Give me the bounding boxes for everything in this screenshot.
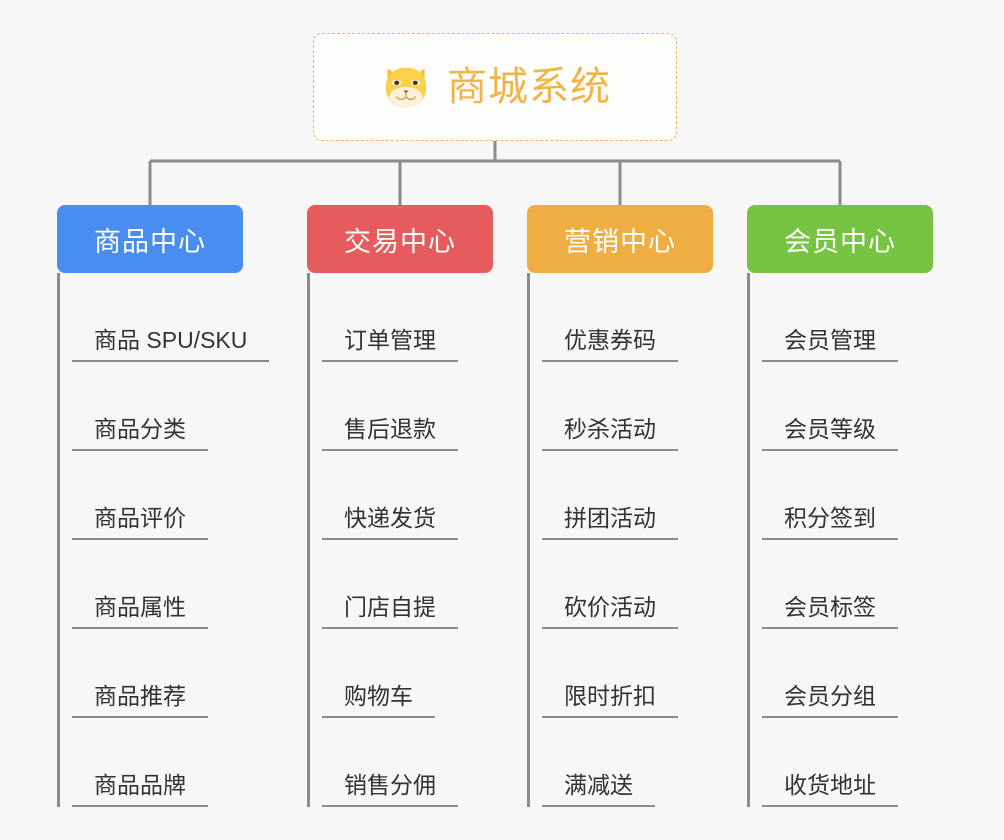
column-header-label: 交易中心 <box>344 226 456 257</box>
list-item[interactable]: 限时折扣 <box>542 629 713 718</box>
column-header-trade-center[interactable]: 交易中心 <box>307 205 493 273</box>
column-header-label: 营销中心 <box>564 226 676 257</box>
list-item[interactable]: 商品推荐 <box>72 629 269 718</box>
root-node-shop-system[interactable]: 商城系统 <box>313 33 677 141</box>
list-item[interactable]: 商品分类 <box>72 362 269 451</box>
list-item-label: 商品推荐 <box>72 683 208 718</box>
column-trade-center: 交易中心 订单管理 售后退款 快递发货 门店自提 购物车 销售分佣 <box>307 205 493 807</box>
list-item-label: 秒杀活动 <box>542 416 678 451</box>
list-item-label: 砍价活动 <box>542 594 678 629</box>
list-item[interactable]: 快递发货 <box>322 451 493 540</box>
list-item-label: 商品分类 <box>72 416 208 451</box>
list-item[interactable]: 会员管理 <box>762 273 933 362</box>
list-item-label: 售后退款 <box>322 416 458 451</box>
list-item-label: 会员分组 <box>762 683 898 718</box>
root-node-title: 商城系统 <box>447 65 611 109</box>
list-item[interactable]: 商品属性 <box>72 540 269 629</box>
list-item[interactable]: 会员等级 <box>762 362 933 451</box>
list-item-label: 收货地址 <box>762 772 898 807</box>
list-item-label: 销售分佣 <box>322 772 458 807</box>
list-item-label: 积分签到 <box>762 505 898 540</box>
list-item[interactable]: 会员标签 <box>762 540 933 629</box>
list-item[interactable]: 收货地址 <box>762 718 933 807</box>
list-item-label: 门店自提 <box>322 594 458 629</box>
list-item[interactable]: 秒杀活动 <box>542 362 713 451</box>
list-item[interactable]: 商品品牌 <box>72 718 269 807</box>
list-item[interactable]: 砍价活动 <box>542 540 713 629</box>
list-item[interactable]: 积分签到 <box>762 451 933 540</box>
list-item[interactable]: 购物车 <box>322 629 493 718</box>
column-header-label: 商品中心 <box>94 226 206 257</box>
list-item[interactable]: 售后退款 <box>322 362 493 451</box>
list-item-label: 拼团活动 <box>542 505 678 540</box>
list-item[interactable]: 门店自提 <box>322 540 493 629</box>
column-member-center: 会员中心 会员管理 会员等级 积分签到 会员标签 会员分组 收货地址 <box>747 205 933 807</box>
list-item-label: 订单管理 <box>322 327 458 362</box>
list-item-label: 购物车 <box>322 683 435 718</box>
list-item-label: 商品评价 <box>72 505 208 540</box>
column-header-product-center[interactable]: 商品中心 <box>57 205 243 273</box>
column-marketing-center: 营销中心 优惠券码 秒杀活动 拼团活动 砍价活动 限时折扣 满减送 <box>527 205 713 807</box>
list-item[interactable]: 商品 SPU/SKU <box>72 273 270 362</box>
list-item[interactable]: 优惠券码 <box>542 273 713 362</box>
column-header-marketing-center[interactable]: 营销中心 <box>527 205 713 273</box>
column-items-member-center: 会员管理 会员等级 积分签到 会员标签 会员分组 收货地址 <box>747 273 933 807</box>
list-item-label: 快递发货 <box>322 505 458 540</box>
column-product-center: 商品中心 商品 SPU/SKU 商品分类 商品评价 商品属性 商品推荐 商品品牌 <box>57 205 270 807</box>
list-item-label: 会员管理 <box>762 327 898 362</box>
column-items-product-center: 商品 SPU/SKU 商品分类 商品评价 商品属性 商品推荐 商品品牌 <box>57 273 270 807</box>
list-item-label: 会员等级 <box>762 416 898 451</box>
column-items-marketing-center: 优惠券码 秒杀活动 拼团活动 砍价活动 限时折扣 满减送 <box>527 273 713 807</box>
column-header-label: 会员中心 <box>784 226 896 257</box>
column-items-trade-center: 订单管理 售后退款 快递发货 门店自提 购物车 销售分佣 <box>307 273 493 807</box>
list-item-label: 商品品牌 <box>72 772 208 807</box>
shiba-dog-icon <box>385 67 427 109</box>
list-item-label: 限时折扣 <box>542 683 678 718</box>
list-item[interactable]: 订单管理 <box>322 273 493 362</box>
list-item[interactable]: 商品评价 <box>72 451 269 540</box>
list-item-label: 优惠券码 <box>542 327 678 362</box>
list-item[interactable]: 销售分佣 <box>322 718 493 807</box>
list-item-label: 商品属性 <box>72 594 208 629</box>
list-item-label: 商品 SPU/SKU <box>72 327 270 362</box>
list-item[interactable]: 拼团活动 <box>542 451 713 540</box>
list-item-label: 满减送 <box>542 772 655 807</box>
list-item-label: 会员标签 <box>762 594 898 629</box>
list-item[interactable]: 满减送 <box>542 718 713 807</box>
column-header-member-center[interactable]: 会员中心 <box>747 205 933 273</box>
list-item[interactable]: 会员分组 <box>762 629 933 718</box>
